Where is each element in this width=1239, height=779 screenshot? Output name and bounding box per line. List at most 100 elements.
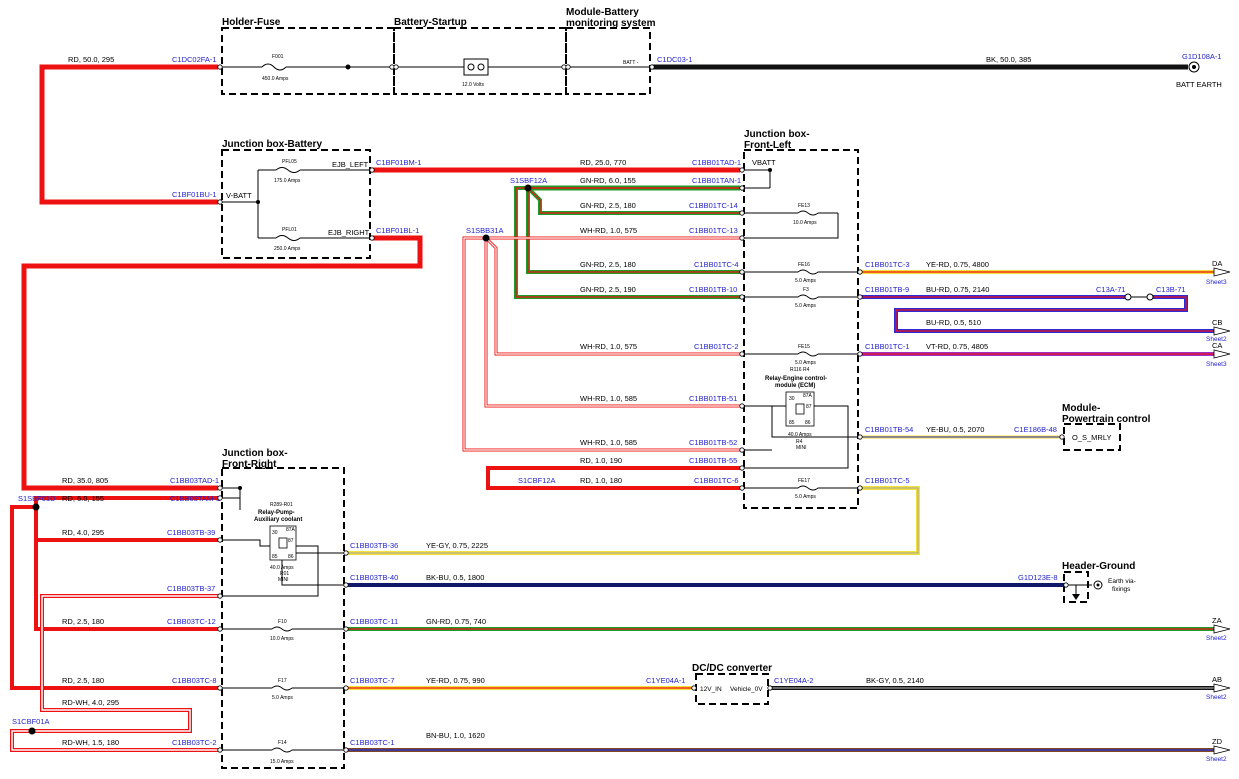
f3-rating: 5.0 Amps <box>795 303 816 309</box>
conn-c1bb01tc4: C1BB01TC-4 <box>694 260 739 269</box>
wire-rd-6-155 <box>34 496 218 542</box>
header-module-battery-2: monitoring system <box>566 18 656 29</box>
wire-label-w4: GN-RD, 6.0, 155 <box>580 176 636 185</box>
wire-label-w21: RD, 4.0, 295 <box>62 528 104 537</box>
offsheet-zd[interactable]: ZD Sheet2 <box>1206 737 1231 763</box>
jb-front-right-internals: R289-R01 Relay-Pump- Auxiliary coolant 3… <box>222 486 344 765</box>
conn-c1bb03tc1: C1BB03TC-1 <box>350 738 395 747</box>
wire-label-w11: WH-RD, 1.0, 585 <box>580 438 637 447</box>
relay-pump-p30: 30 <box>272 530 278 536</box>
wire-label-w7: GN-RD, 2.5, 180 <box>580 260 636 269</box>
wire-label-w27: BK-BU, 0.5, 1800 <box>426 573 484 582</box>
wire-label-w26: YE-GY, 0.75, 2225 <box>426 541 488 550</box>
offsheet-za[interactable]: ZA Sheet2 <box>1206 616 1231 642</box>
conn-c1bb03tb39: C1BB03TB-39 <box>167 528 215 537</box>
conn-c1bb01tc3: C1BB01TC-3 <box>865 260 910 269</box>
header-dcdc: DC/DC converter <box>692 663 772 674</box>
conn-c1bf01bu: C1BF01BU-1 <box>172 190 217 199</box>
relay-pump-title-2: Auxiliary coolant <box>254 517 302 523</box>
f17-rating: 5.0 Amps <box>272 695 293 701</box>
conn-c1bb01tan: C1BB01TAN-1 <box>692 176 741 185</box>
splice-s1sbb31a: S1SBB31A <box>466 226 504 235</box>
component-boxes <box>221 27 1121 769</box>
jb-battery-internals: PFL05 175.0 Amps PFL01 250.0 Amps V-BATT… <box>222 159 370 252</box>
wire-label-w2: BK, 50.0, 385 <box>986 55 1031 64</box>
conn-c1bb03tb37: C1BB03TB-37 <box>167 584 215 593</box>
relay-pump-id: R289-R01 <box>270 502 293 508</box>
battery-internals: 12.0 Volts <box>394 58 566 88</box>
conn-c1bb03tc7: C1BB03TC-7 <box>350 676 395 685</box>
svg-text:CB: CB <box>1212 318 1222 327</box>
wire-labels: RD, 50.0, 295 BK, 50.0, 385 RD, 25.0, 77… <box>62 55 1031 747</box>
relay-pump-mini: MINI <box>278 577 289 583</box>
conn-c1bf01bl: C1BF01BL-1 <box>376 226 419 235</box>
wire-label-w25: RD-WH, 1.5, 180 <box>62 738 119 747</box>
offsheet-cb[interactable]: CB Sheet2 <box>1206 318 1231 343</box>
ejb-right-label: EJB_RIGHT <box>328 228 370 237</box>
relay-ecm-p87a: 87A <box>803 393 813 399</box>
relay-pump-title: Relay-Pump- <box>258 510 295 516</box>
relay-ecm-p87: 87 <box>806 404 812 410</box>
svg-text:AB: AB <box>1212 675 1222 684</box>
conn-c1bb01tc14: C1BB01TC-14 <box>689 201 738 210</box>
vbatt-label: VBATT <box>752 158 776 167</box>
o-s-mrly-label: O_S_MRLY <box>1072 433 1111 442</box>
module-battery-box <box>565 27 651 95</box>
wire-label-w3: RD, 25.0, 770 <box>580 158 626 167</box>
dcdc-in-label: 12V_IN <box>700 686 722 693</box>
conn-c13b71: C13B-71 <box>1156 285 1186 294</box>
wire-label-w19: RD, 35.0, 805 <box>62 476 108 485</box>
svg-text:Sheet2: Sheet2 <box>1206 694 1227 701</box>
f10-label: F10 <box>278 619 287 625</box>
splice-s1cbf01a: S1CBF01A <box>12 717 50 726</box>
wire-label-w1: RD, 50.0, 295 <box>68 55 114 64</box>
header-jb-front-left-2: Front-Left <box>744 140 792 151</box>
relay-ecm-mini: MINI <box>796 445 807 451</box>
wire-label-w12: RD, 1.0, 190 <box>580 456 622 465</box>
wire-label-w24: RD-WH, 4.0, 295 <box>62 698 119 707</box>
fe13-label: FE13 <box>798 203 810 209</box>
conn-g1d123e: G1D123E-8 <box>1018 573 1058 582</box>
wire-label-w14: YE-RD, 0.75, 4800 <box>926 260 989 269</box>
pfl01-rating: 250.0 Amps <box>274 246 301 252</box>
wire-rd-2.5-180 <box>34 540 218 631</box>
jb-front-left-internals: VBATT FE13 10.0 Amps FE16 5.0 Amps F3 5.… <box>744 158 858 500</box>
dcdc-out-label: Vehicle_0V <box>730 686 763 693</box>
fe13-rating: 10.0 Amps <box>793 220 817 226</box>
conn-c1dc02fa: C1DC02FA-1 <box>172 55 217 64</box>
battery-volts: 12.0 Volts <box>462 82 484 88</box>
conn-c1bf01bm: C1BF01BM-1 <box>376 158 421 167</box>
conn-c1bb03tam: C1BB03TAM-1 <box>170 494 220 503</box>
conn-c1bb01tc13: C1BB01TC-13 <box>689 226 738 235</box>
earth-fix-2: fixings <box>1112 586 1131 593</box>
conn-c1bb03tb40: C1BB03TB-40 <box>350 573 398 582</box>
splice-dots <box>28 184 532 735</box>
f10-rating: 10.0 Amps <box>270 636 294 642</box>
conn-c1bb01tb54: C1BB01TB-54 <box>865 425 913 434</box>
relay-pump-p87: 87 <box>288 538 294 544</box>
holder-fuse-box <box>221 27 395 95</box>
conn-c1bb03tc12: C1BB03TC-12 <box>167 617 216 626</box>
header-jb-front-right: Junction box- <box>222 448 288 459</box>
svg-text:ZD: ZD <box>1212 737 1223 746</box>
pfl05-rating: 175.0 Amps <box>274 178 301 184</box>
conn-c13a71: C13A-71 <box>1096 285 1126 294</box>
pfl01-label: PFL01 <box>282 227 297 233</box>
junction-box-front-left <box>743 149 859 509</box>
f14-rating: 15.0 Amps <box>270 759 294 765</box>
offsheet-ab[interactable]: AB Sheet2 <box>1206 675 1231 701</box>
header-module-battery: Module-Battery <box>566 7 639 18</box>
offsheet-ca[interactable]: CA Sheet3 <box>1206 341 1231 368</box>
wire-rd-wh-295 <box>10 594 218 752</box>
splice-s1sbf01d: S1SBF01D <box>18 494 56 503</box>
svg-text:Sheet3: Sheet3 <box>1206 361 1227 368</box>
wire-label-w30: BK-GY, 0.5, 2140 <box>866 676 924 685</box>
offsheet-da[interactable]: DA Sheet3 <box>1206 259 1231 286</box>
wire-label-w8: GN-RD, 2.5, 190 <box>580 285 636 294</box>
wire-wh-rd-bundle <box>462 236 740 452</box>
earth-fix-1: Earth via- <box>1108 578 1136 585</box>
fe17-label: FE17 <box>798 478 810 484</box>
svg-text:Sheet2: Sheet2 <box>1206 635 1227 642</box>
wire-label-w18: YE-BU, 0.5, 2070 <box>926 425 984 434</box>
offsheet-refs: DA Sheet3 CB Sheet2 CA Sheet3 ZA Sheet2 … <box>1206 259 1231 763</box>
